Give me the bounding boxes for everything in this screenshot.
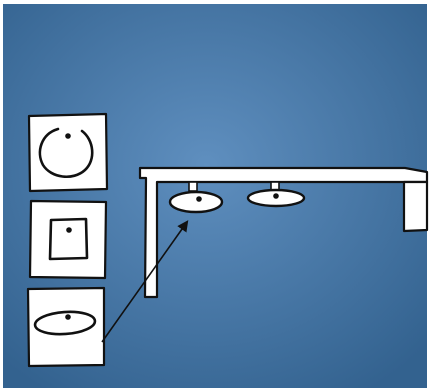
circle-icon-dot — [65, 133, 71, 139]
square-option[interactable] — [30, 201, 106, 278]
mount-left — [189, 182, 197, 191]
gantry-block — [404, 182, 427, 231]
disc-left-dot — [196, 196, 202, 202]
ellipse-option[interactable] — [28, 288, 104, 366]
square-icon-dot — [66, 227, 72, 233]
square-option-card — [30, 201, 106, 278]
disc-left-icon — [170, 192, 222, 212]
ellipse-icon-dot — [65, 314, 71, 320]
circle-option[interactable] — [29, 114, 107, 191]
disc-right-dot — [273, 193, 279, 199]
